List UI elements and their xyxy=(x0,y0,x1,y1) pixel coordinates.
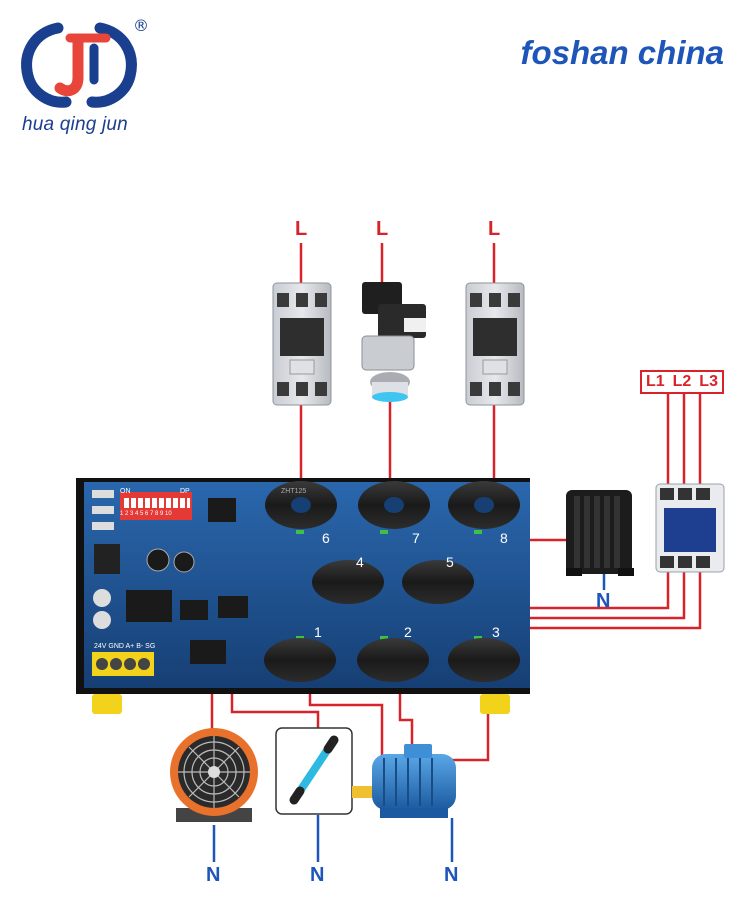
brand-logo xyxy=(14,18,144,113)
coil-7 xyxy=(358,481,430,529)
registered-mark: ® xyxy=(133,16,149,35)
neutral-wires xyxy=(212,574,606,862)
axial-fan xyxy=(170,728,258,822)
rotary-switch xyxy=(361,282,426,402)
coil-8 xyxy=(448,481,520,529)
terminal-labels: 24V GND A+ B- SG xyxy=(94,643,156,650)
coil-1 xyxy=(264,638,336,682)
electric-motor xyxy=(352,744,456,818)
phase-l3-label: L3 xyxy=(699,373,718,390)
channel-8: 8 xyxy=(500,530,508,546)
phase-l1-label: L1 xyxy=(645,373,665,390)
supply-label-right: L xyxy=(488,218,501,240)
coil-6 xyxy=(265,481,337,529)
coil-4 xyxy=(312,560,384,604)
contactor-left xyxy=(272,282,332,406)
three-phase-label-box: L1 L2 L3 xyxy=(640,370,724,394)
neutral-label-motor: N xyxy=(444,864,459,886)
channel-6: 6 xyxy=(322,530,330,546)
neutral-label-fan: N xyxy=(206,864,221,886)
coil-3 xyxy=(448,638,520,682)
brand-name: hua qing jun xyxy=(22,114,128,135)
phase-l2-label: L2 xyxy=(672,373,692,390)
coil-5 xyxy=(402,560,474,604)
supply-label-middle: L xyxy=(376,218,389,240)
oil-heater xyxy=(566,490,634,576)
three-phase-contactor xyxy=(655,483,725,573)
uv-lamp xyxy=(275,727,353,815)
dip-on-label: ON xyxy=(120,488,131,495)
neutral-label-heater: N xyxy=(596,590,611,612)
logo-mark-icon xyxy=(21,22,137,108)
contactor-right xyxy=(465,282,525,406)
channel-7: 7 xyxy=(412,530,420,546)
coil-2 xyxy=(357,638,429,682)
channel-5: 5 xyxy=(446,554,454,570)
supply-label-left: L xyxy=(295,218,308,240)
channel-3: 3 xyxy=(492,624,500,640)
dip-numbers: 1 2 3 4 5 6 7 8 9 10 xyxy=(120,511,172,517)
channel-4: 4 xyxy=(356,554,364,570)
channel-2: 2 xyxy=(404,624,412,640)
coil-marking: ZHT125 xyxy=(281,488,307,495)
location-title: foshan china xyxy=(520,34,724,71)
dip-dp-label: DP xyxy=(180,488,190,495)
neutral-label-uv-lamp: N xyxy=(310,864,325,886)
channel-1: 1 xyxy=(314,624,322,640)
